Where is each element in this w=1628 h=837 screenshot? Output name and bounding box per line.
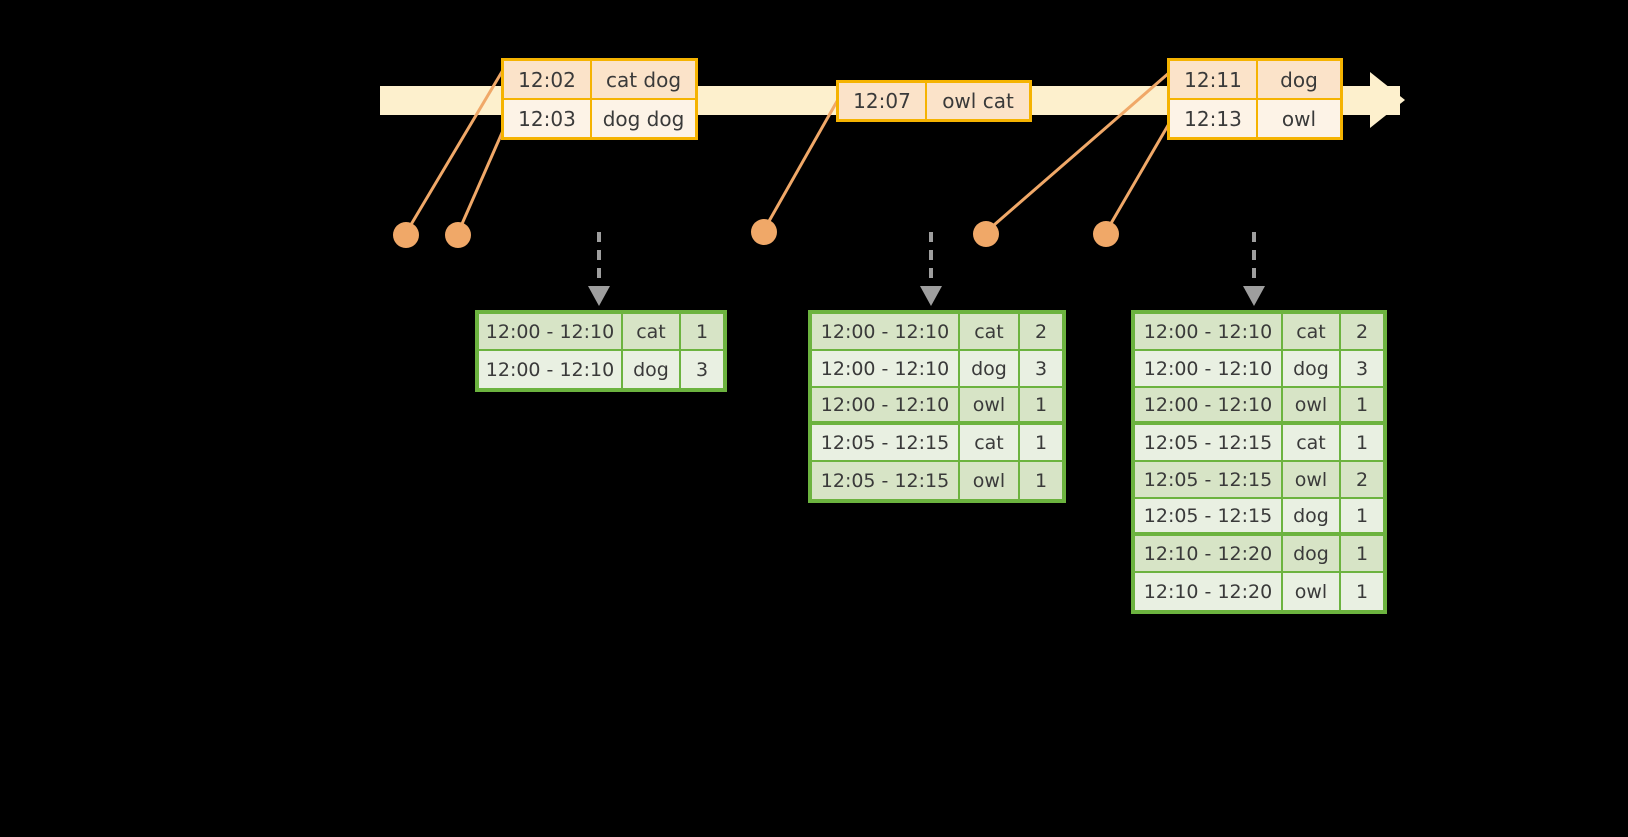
leader-line-3: [762, 95, 842, 231]
word-cell: owl: [960, 462, 1020, 499]
count-cell: 1: [1341, 499, 1383, 536]
window-cell: 12:00 - 12:10: [812, 388, 960, 425]
word-cell: cat: [960, 425, 1020, 462]
event-time: 12:13: [1170, 100, 1258, 137]
leader-line-5: [1104, 121, 1172, 233]
connector-dot-5: [1093, 221, 1119, 247]
word-cell: dog: [623, 351, 681, 388]
word-cell: owl: [1283, 462, 1341, 499]
connector-dot-4: [973, 221, 999, 247]
window-cell: 12:00 - 12:10: [1135, 388, 1283, 425]
count-cell: 1: [1341, 536, 1383, 573]
count-cell: 2: [1020, 314, 1062, 351]
count-cell: 1: [1341, 425, 1383, 462]
event-box-1: 12:02 cat dog 12:03 dog dog: [501, 58, 698, 140]
event-row: 12:07 owl cat: [839, 83, 1029, 119]
event-time: 12:07: [839, 83, 927, 119]
event-row: 12:03 dog dog: [504, 98, 695, 137]
event-time: 12:03: [504, 100, 592, 137]
word-cell: cat: [1283, 425, 1341, 462]
window-cell: 12:10 - 12:20: [1135, 573, 1283, 610]
event-value: owl cat: [927, 83, 1029, 119]
count-cell: 3: [1020, 351, 1062, 388]
connector-dot-2: [445, 222, 471, 248]
event-value: owl: [1258, 100, 1340, 137]
word-cell: owl: [1283, 573, 1341, 610]
event-time: 12:02: [504, 61, 592, 98]
event-value: dog: [1258, 61, 1340, 98]
count-cell: 1: [1020, 388, 1062, 425]
event-time: 12:11: [1170, 61, 1258, 98]
dashed-arrow-head-1: [588, 286, 610, 306]
window-cell: 12:05 - 12:15: [812, 462, 960, 499]
count-cell: 3: [681, 351, 723, 388]
dashed-arrow-head-3: [1243, 286, 1265, 306]
count-cell: 3: [1341, 351, 1383, 388]
event-row: 12:11 dog: [1170, 61, 1340, 98]
count-cell: 1: [1020, 462, 1062, 499]
window-cell: 12:00 - 12:10: [812, 351, 960, 388]
word-cell: dog: [1283, 351, 1341, 388]
event-box-2: 12:07 owl cat: [836, 80, 1032, 122]
word-cell: owl: [960, 388, 1020, 425]
event-value: dog dog: [592, 100, 695, 137]
count-cell: 1: [1020, 425, 1062, 462]
word-cell: cat: [623, 314, 681, 351]
event-row: 12:02 cat dog: [504, 61, 695, 98]
window-cell: 12:05 - 12:15: [1135, 462, 1283, 499]
window-cell: 12:05 - 12:15: [1135, 425, 1283, 462]
window-cell: 12:00 - 12:10: [479, 314, 623, 351]
dashed-arrow-head-2: [920, 286, 942, 306]
count-cell: 1: [681, 314, 723, 351]
window-cell: 12:10 - 12:20: [1135, 536, 1283, 573]
word-cell: owl: [1283, 388, 1341, 425]
window-cell: 12:05 - 12:15: [812, 425, 960, 462]
word-cell: cat: [960, 314, 1020, 351]
window-cell: 12:00 - 12:10: [1135, 314, 1283, 351]
window-cell: 12:00 - 12:10: [812, 314, 960, 351]
leader-line-2: [456, 125, 507, 234]
connector-dot-3: [751, 219, 777, 245]
word-cell: dog: [1283, 536, 1341, 573]
count-cell: 1: [1341, 573, 1383, 610]
word-cell: cat: [1283, 314, 1341, 351]
event-row: 12:13 owl: [1170, 98, 1340, 137]
window-cell: 12:00 - 12:10: [479, 351, 623, 388]
word-cell: dog: [960, 351, 1020, 388]
connector-dot-1: [393, 222, 419, 248]
count-cell: 2: [1341, 462, 1383, 499]
count-cell: 1: [1341, 388, 1383, 425]
event-value: cat dog: [592, 61, 695, 98]
window-cell: 12:00 - 12:10: [1135, 351, 1283, 388]
event-box-3: 12:11 dog 12:13 owl: [1167, 58, 1343, 140]
word-cell: dog: [1283, 499, 1341, 536]
event-time-axis-arrowhead: [1370, 72, 1405, 128]
count-cell: 2: [1341, 314, 1383, 351]
window-cell: 12:05 - 12:15: [1135, 499, 1283, 536]
